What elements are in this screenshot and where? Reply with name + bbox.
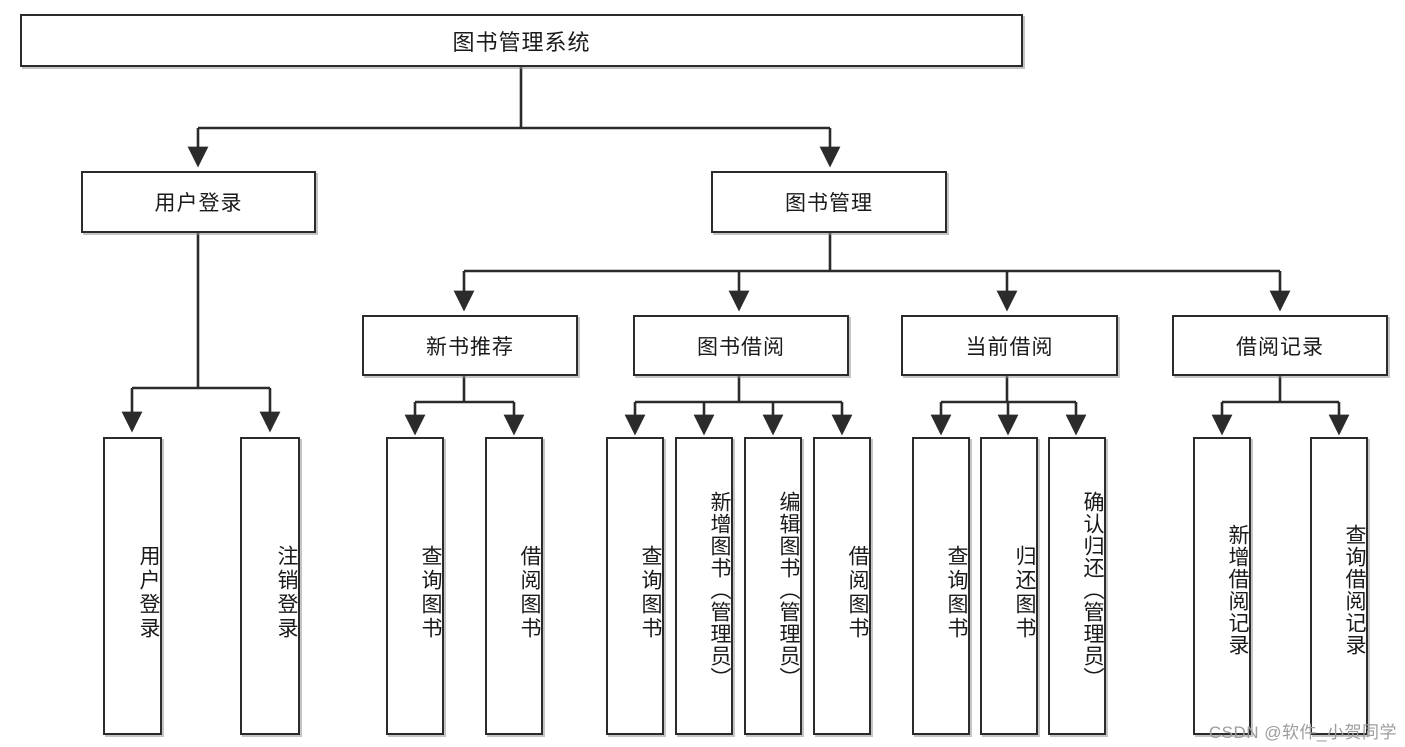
node-current-borrow-label: 当前借阅 <box>965 335 1054 359</box>
watermark: CSDN @软件_小贺同学 <box>1208 723 1397 742</box>
node-leaf-borrow-book-2-label: 借阅图书 <box>846 545 869 641</box>
node-leaf-user-login[interactable]: 用户登录 <box>103 437 162 735</box>
node-user-login-label: 用户登录 <box>154 192 243 215</box>
node-leaf-user-logout-label: 注销登录 <box>275 545 298 641</box>
node-leaf-query-book-1-label: 查询图书 <box>419 545 442 641</box>
node-book-borrow[interactable]: 图书借阅 <box>633 315 849 376</box>
node-borrow-record[interactable]: 借阅记录 <box>1172 315 1388 376</box>
node-leaf-confirm-return[interactable]: 确认归还（管理员） <box>1048 437 1106 735</box>
node-leaf-confirm-return-label: 确认归还（管理员） <box>1081 491 1104 689</box>
node-leaf-query-record-label: 查询借阅记录 <box>1343 524 1366 656</box>
node-leaf-user-logout[interactable]: 注销登录 <box>240 437 300 735</box>
node-leaf-user-login-label: 用户登录 <box>137 545 160 641</box>
node-leaf-borrow-book-1-label: 借阅图书 <box>518 545 541 641</box>
node-new-book-recommend-label: 新书推荐 <box>426 335 514 359</box>
node-leaf-borrow-book-2[interactable]: 借阅图书 <box>813 437 871 735</box>
node-leaf-query-book-3[interactable]: 查询图书 <box>912 437 970 735</box>
node-leaf-query-book-1[interactable]: 查询图书 <box>386 437 444 735</box>
node-book-manage[interactable]: 图书管理 <box>711 171 947 233</box>
node-leaf-edit-book[interactable]: 编辑图书（管理员） <box>744 437 802 735</box>
node-book-manage-label: 图书管理 <box>785 192 873 215</box>
node-leaf-return-book[interactable]: 归还图书 <box>980 437 1038 735</box>
node-leaf-add-book-label: 新增图书（管理员） <box>708 491 731 689</box>
node-leaf-query-record[interactable]: 查询借阅记录 <box>1310 437 1368 735</box>
node-current-borrow[interactable]: 当前借阅 <box>901 315 1118 376</box>
node-leaf-add-book[interactable]: 新增图书（管理员） <box>675 437 733 735</box>
node-book-borrow-label: 图书借阅 <box>697 335 785 359</box>
node-root-label: 图书管理系统 <box>452 29 591 55</box>
node-leaf-query-book-2[interactable]: 查询图书 <box>606 437 664 735</box>
node-leaf-borrow-book-1[interactable]: 借阅图书 <box>485 437 543 735</box>
node-leaf-query-book-2-label: 查询图书 <box>639 545 662 641</box>
node-new-book-recommend[interactable]: 新书推荐 <box>362 315 578 376</box>
node-user-login[interactable]: 用户登录 <box>81 171 316 233</box>
node-leaf-add-record-label: 新增借阅记录 <box>1226 524 1249 656</box>
node-leaf-add-record[interactable]: 新增借阅记录 <box>1193 437 1251 735</box>
node-leaf-return-book-label: 归还图书 <box>1013 545 1036 641</box>
node-root[interactable]: 图书管理系统 <box>20 14 1023 67</box>
node-leaf-query-book-3-label: 查询图书 <box>945 545 968 641</box>
node-borrow-record-label: 借阅记录 <box>1236 335 1324 359</box>
node-leaf-edit-book-label: 编辑图书（管理员） <box>777 491 800 689</box>
